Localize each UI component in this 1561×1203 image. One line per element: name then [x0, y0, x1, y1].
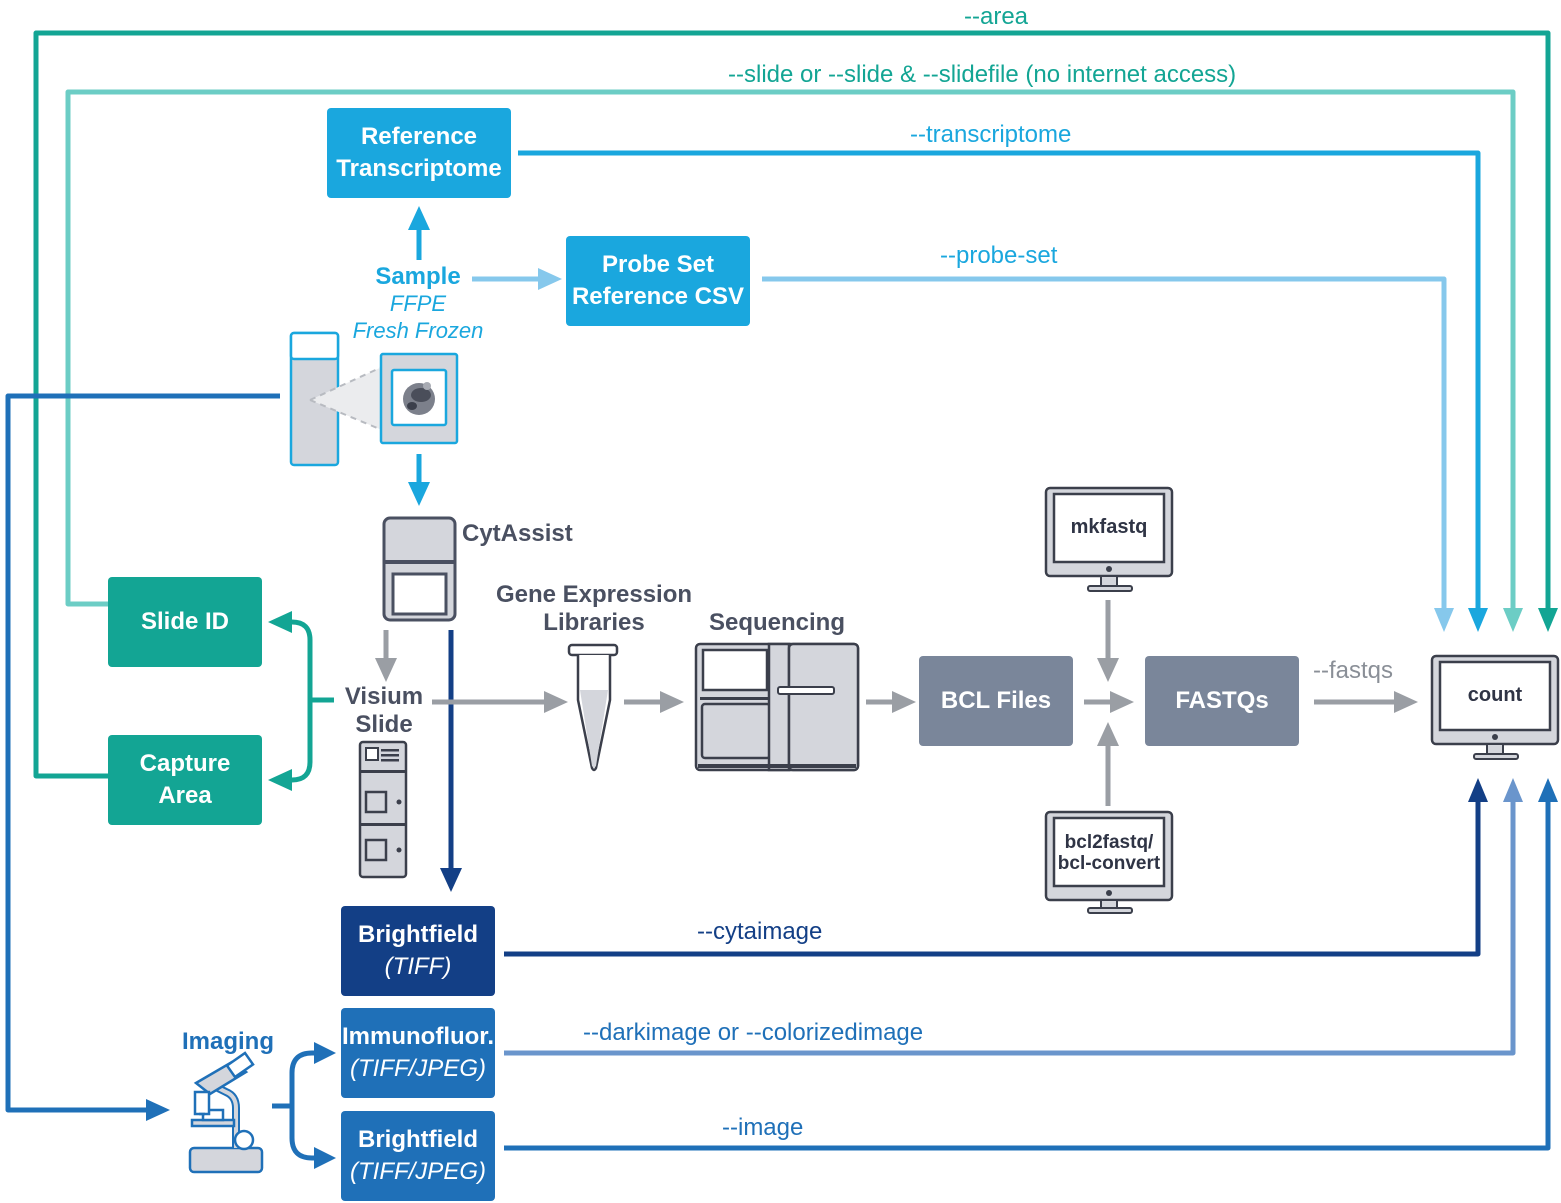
sample-type-fresh-frozen: Fresh Frozen — [352, 318, 484, 343]
brightfield-cyta-line2: (TIFF) — [384, 953, 452, 980]
tissue-to-imaging-arrowhead — [146, 1099, 170, 1121]
reference-transcriptome-line1: Reference — [360, 123, 478, 150]
gene-expression-label-line2: Libraries — [543, 609, 645, 636]
brightfield-image-arrowhead — [314, 1147, 336, 1169]
imaging-label: Imaging — [181, 1028, 274, 1055]
count-label: count — [1467, 684, 1523, 706]
fastqs-box: FASTQs — [1145, 656, 1299, 746]
bcl2fastq-up-arrowhead — [1097, 722, 1119, 746]
immunofluor-line2: (TIFF/JPEG) — [350, 1055, 486, 1082]
mkfastq-monitor-icon — [1044, 486, 1174, 592]
brightfield-image-box: Brightfield (TIFF/JPEG) — [341, 1111, 495, 1201]
cytassist-to-brightfield-arrowhead — [440, 868, 462, 892]
area-connector — [33, 30, 1551, 779]
sample-to-transcriptome-arrowhead — [408, 206, 430, 230]
sample-to-probe-arrowhead — [538, 268, 562, 290]
cytaimage-connector — [504, 800, 1481, 957]
fastqs-flag-label: --fastqs — [1313, 657, 1394, 684]
visium-slide-icon — [358, 740, 408, 879]
reference-transcriptome-box: Reference Transcriptome — [327, 108, 511, 198]
mkfastq-down-arrowhead — [1097, 658, 1119, 682]
darkimage-flag-label: --darkimage or --colorizedimage — [583, 1019, 924, 1046]
immunofluor-box: Immunofluor. (TIFF/JPEG) — [341, 1008, 495, 1098]
area-arrowhead — [1538, 608, 1558, 632]
slide-connector — [65, 89, 1516, 610]
slide-flag-label: --slide or --slide & --slidefile (no int… — [728, 61, 1237, 88]
mkfastq-label: mkfastq — [1070, 516, 1148, 538]
visium-slide-label-line2: Slide — [355, 711, 413, 738]
visium-to-gex-arrowhead — [544, 691, 568, 713]
slide-arrowhead — [1503, 608, 1523, 632]
bcl-to-fastqs-arrowhead — [1110, 691, 1134, 713]
image-connector — [504, 800, 1551, 1151]
brightfield-image-line2: (TIFF/JPEG) — [350, 1158, 486, 1185]
capture-area-arrowhead — [268, 769, 292, 791]
capture-area-line2: Area — [158, 782, 212, 809]
cytassist-to-visium-arrowhead — [375, 658, 397, 682]
tissue-to-cytassist-arrowhead — [408, 482, 430, 506]
immunofluor-line1: Immunofluor. — [342, 1023, 494, 1050]
seq-to-bcl-arrowhead — [892, 691, 916, 713]
gex-to-seq-arrowhead — [660, 691, 684, 713]
capture-area-line1: Capture — [139, 750, 231, 777]
microscope-icon — [188, 1051, 264, 1174]
brightfield-image-line1: Brightfield — [358, 1126, 478, 1153]
image-arrowhead — [1538, 778, 1558, 802]
sequencing-label: Sequencing — [708, 609, 846, 636]
probe-set-box: Probe Set Reference CSV — [566, 236, 750, 326]
count-monitor-icon — [1430, 654, 1560, 760]
visium-slide-label-line1: Visium — [344, 683, 424, 710]
cytassist-instrument-icon — [382, 516, 457, 622]
bcl2fastq-label-line2: bcl-convert — [1057, 853, 1161, 874]
reference-transcriptome-line2: Transcriptome — [336, 155, 502, 182]
bcl-files-label: BCL Files — [940, 687, 1052, 714]
tissue-section-icon — [379, 352, 459, 445]
brightfield-cyta-box: Brightfield (TIFF) — [341, 906, 495, 996]
probe-set-line1: Probe Set — [601, 251, 715, 278]
capture-area-box: Capture Area — [108, 735, 262, 825]
transcriptome-connector — [518, 150, 1481, 610]
slide-id-arrowhead — [268, 611, 292, 633]
probe-connector — [762, 276, 1447, 610]
tissue-to-imaging-connector — [5, 393, 280, 1113]
probe-set-flag-label: --probe-set — [940, 242, 1058, 269]
fastqs-to-count-arrowhead — [1394, 691, 1418, 713]
immunofluor-arrowhead — [314, 1042, 336, 1064]
transcriptome-arrowhead — [1468, 608, 1488, 632]
sample-title: Sample — [375, 263, 461, 290]
probe-arrowhead — [1434, 608, 1454, 632]
slide-id-label: Slide ID — [140, 608, 230, 635]
imaging-split-connector — [272, 1050, 318, 1161]
cytaimage-flag-label: --cytaimage — [697, 918, 823, 945]
darkimage-arrowhead — [1503, 778, 1523, 802]
darkimage-connector — [504, 800, 1516, 1056]
transcriptome-flag-label: --transcriptome — [910, 121, 1072, 148]
sample-type-ffpe: FFPE — [389, 291, 447, 316]
cytaimage-arrowhead — [1468, 778, 1488, 802]
sequencer-icon — [694, 642, 860, 772]
image-flag-label: --image — [722, 1114, 804, 1141]
bcl-files-box: BCL Files — [919, 656, 1073, 746]
probe-set-line2: Reference CSV — [571, 283, 745, 310]
tissue-projection-icon — [309, 366, 383, 431]
area-flag-label: --area — [964, 3, 1029, 30]
visium-to-slide-info-connector — [289, 619, 334, 783]
bcl2fastq-monitor-icon — [1044, 810, 1174, 914]
brightfield-cyta-line1: Brightfield — [358, 921, 478, 948]
bcl2fastq-label-line1: bcl2fastq/ — [1064, 832, 1154, 853]
gene-expression-label-line1: Gene Expression — [495, 581, 693, 608]
library-tube-icon — [567, 643, 619, 772]
cytassist-label: CytAssist — [462, 520, 573, 547]
slide-id-box: Slide ID — [108, 577, 262, 667]
fastqs-label: FASTQs — [1175, 687, 1269, 714]
